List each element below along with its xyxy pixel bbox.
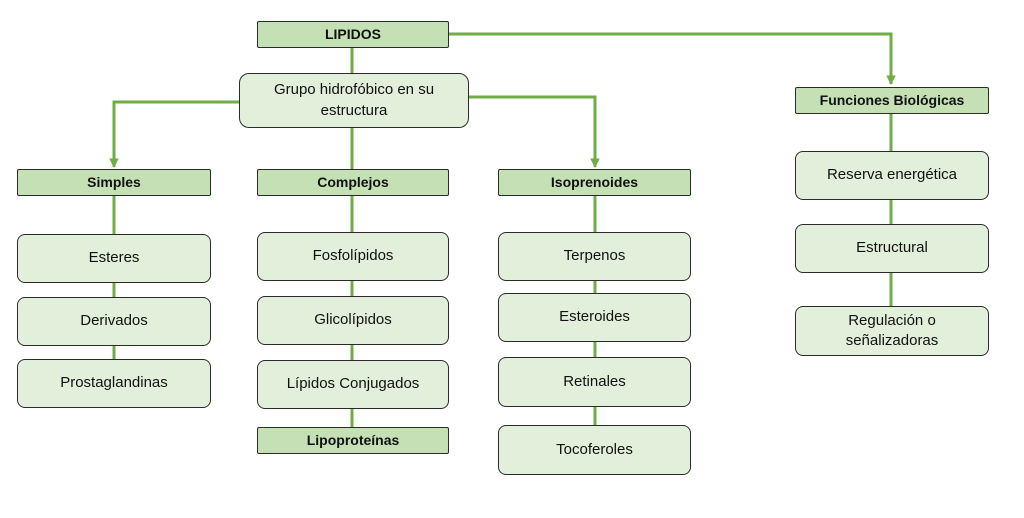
funciones-item-regulacion: Regulación o señalizadoras	[795, 306, 989, 356]
connector-hydrophobic-simples	[109, 100, 240, 168]
hydrophobic-group-node: Grupo hidrofóbico en su estructura	[239, 73, 469, 128]
isoprenoides-item-retinales: Retinales	[498, 357, 691, 407]
funciones-item-estructural: Estructural	[795, 224, 989, 273]
connector-root-funciones	[449, 32, 896, 85]
isoprenoides-item-esteroides: Esteroides	[498, 293, 691, 342]
complejos-item-glicolipidos: Glicolípidos	[257, 296, 449, 345]
isoprenoides-item-tocoferoles: Tocoferoles	[498, 425, 691, 475]
simples-item-prostaglandinas: Prostaglandinas	[17, 359, 211, 408]
complejos-item-fosfolipidos: Fosfolípidos	[257, 232, 449, 281]
root-lipidos: LIPIDOS	[257, 21, 449, 48]
isoprenoides-header: Isoprenoides	[498, 169, 691, 196]
complejos-footer-lipoproteinas: Lipoproteínas	[257, 427, 449, 454]
complejos-item-lipidos-conjugados: Lípidos Conjugados	[257, 360, 449, 409]
isoprenoides-item-terpenos: Terpenos	[498, 232, 691, 281]
simples-item-derivados: Derivados	[17, 297, 211, 346]
complejos-header: Complejos	[257, 169, 449, 196]
funciones-header: Funciones Biológicas	[795, 87, 989, 114]
funciones-item-reserva-energetica: Reserva energética	[795, 151, 989, 200]
simples-item-esteres: Esteres	[17, 234, 211, 283]
connector-hydrophobic-isoprenoides	[469, 95, 600, 168]
simples-header: Simples	[17, 169, 211, 196]
